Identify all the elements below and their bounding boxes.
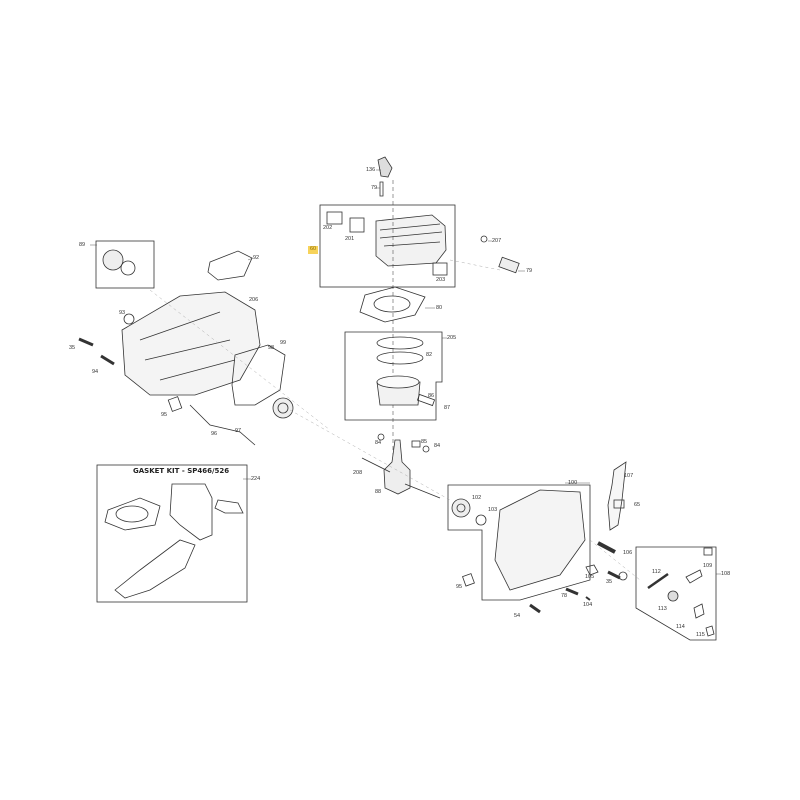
- part-label-54[interactable]: 54: [514, 613, 521, 619]
- part-label-60-highlighted[interactable]: 60: [308, 246, 319, 254]
- part-label-93[interactable]: 93: [119, 310, 126, 316]
- part-label-115[interactable]: 115: [696, 632, 705, 638]
- part-label-104[interactable]: 104: [583, 602, 593, 608]
- part-label-87[interactable]: 87: [444, 405, 451, 411]
- part-label-208[interactable]: 208: [353, 470, 363, 476]
- part-label-92[interactable]: 92: [253, 255, 260, 261]
- part-label-207[interactable]: 207: [492, 238, 502, 244]
- part-label-224[interactable]: 224: [251, 476, 261, 482]
- gasket-kit-title: GASKET KIT - SP466/526: [133, 467, 230, 475]
- part-label-79[interactable]: 79: [371, 185, 378, 191]
- part-label-201[interactable]: 201: [345, 236, 355, 242]
- part-label-84b[interactable]: 84: [434, 443, 441, 449]
- part-label-108[interactable]: 108: [721, 571, 731, 577]
- cylinder-kit-box: [319, 204, 456, 288]
- part-label-85[interactable]: 85: [421, 439, 428, 445]
- part-label-94[interactable]: 94: [92, 369, 99, 375]
- part-label-82[interactable]: 82: [426, 352, 433, 358]
- part-label-96[interactable]: 96: [211, 431, 218, 437]
- part-label-109[interactable]: 109: [703, 563, 713, 569]
- part-label-114[interactable]: 114: [676, 624, 685, 630]
- part-label-95b[interactable]: 95: [456, 584, 463, 590]
- part-label-95[interactable]: 95: [161, 412, 168, 418]
- part-label-80[interactable]: 80: [436, 305, 443, 311]
- part-label-100[interactable]: 100: [568, 480, 578, 486]
- part-label-65[interactable]: 65: [634, 502, 641, 508]
- part-label-103[interactable]: 103: [488, 507, 498, 513]
- part-label-107[interactable]: 107: [624, 473, 634, 479]
- part-label-136[interactable]: 136: [366, 167, 376, 173]
- gasket-kit-box: [96, 464, 248, 603]
- part-label-206[interactable]: 206: [249, 297, 259, 303]
- part-label-84[interactable]: 84: [375, 440, 382, 446]
- part-label-79b[interactable]: 79: [526, 268, 533, 274]
- part-label-98[interactable]: 98: [268, 345, 275, 351]
- part-label-102[interactable]: 102: [472, 495, 482, 501]
- part-label-202[interactable]: 202: [323, 225, 333, 231]
- part-label-78[interactable]: 78: [561, 593, 568, 599]
- part-label-97[interactable]: 97: [235, 428, 242, 434]
- part-label-88[interactable]: 88: [375, 489, 382, 495]
- part-label-86[interactable]: 86: [428, 393, 435, 399]
- part-label-106[interactable]: 106: [623, 550, 633, 556]
- part-label-35[interactable]: 35: [69, 345, 76, 351]
- part-label-105[interactable]: 105: [585, 574, 595, 580]
- part-label-113[interactable]: 113: [658, 606, 667, 612]
- part-label-112[interactable]: 112: [652, 569, 661, 575]
- part-label-35b[interactable]: 35: [606, 579, 613, 585]
- part-label-99[interactable]: 99: [280, 340, 287, 346]
- part-label-205[interactable]: 205: [447, 335, 457, 341]
- part-label-89[interactable]: 89: [79, 242, 86, 248]
- part-label-203[interactable]: 203: [436, 277, 446, 283]
